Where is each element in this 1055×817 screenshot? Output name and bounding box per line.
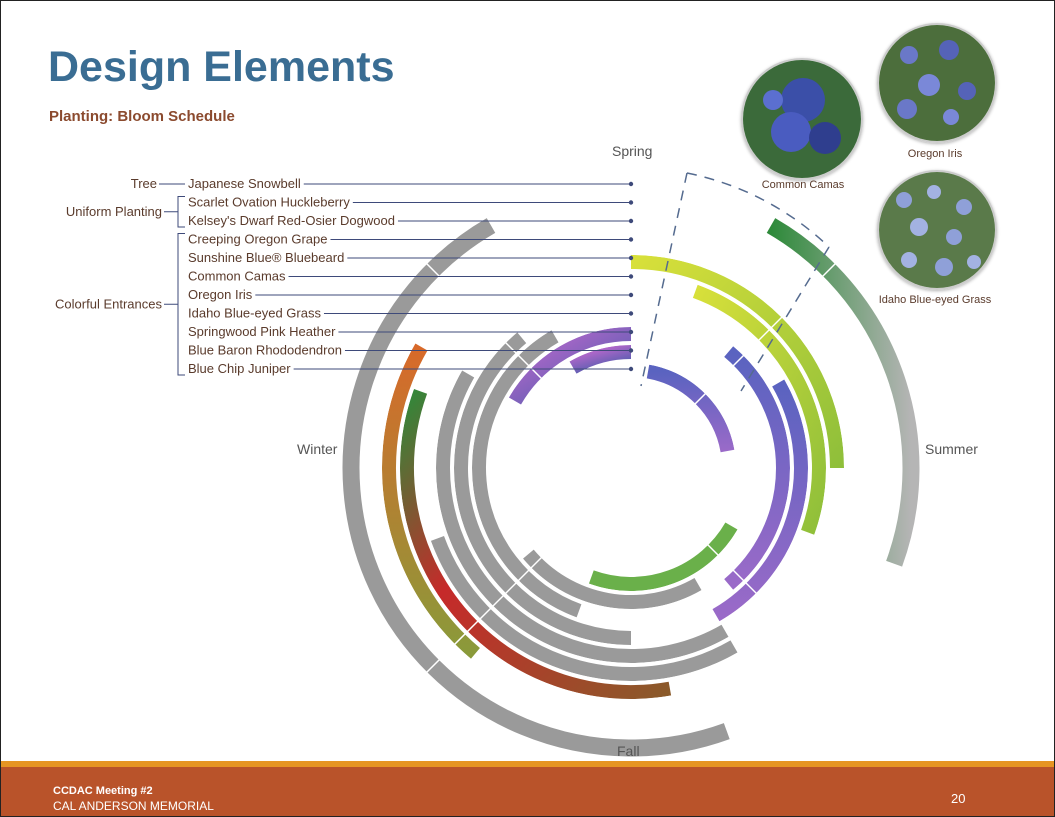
leader-dot-1 [628,200,634,205]
plant-label-2: Kelsey's Dwarf Red-Osier Dogwood [188,213,395,228]
leader-dot-0 [628,181,634,187]
camas-photo [741,58,863,180]
group-bracket-2 [177,233,185,376]
ring-6-seg-1 [724,346,790,590]
blue-eyed-grass-photo [877,170,997,290]
page-number: 20 [951,791,966,806]
plant-label-3: Creeping Oregon Grape [188,232,327,247]
page-subtitle: Planting: Bloom Schedule [49,108,235,125]
ring-4-separator [434,271,828,665]
leader-dot-6 [628,292,634,298]
group-label-0: Tree [131,176,157,191]
iris-caption: Oregon Iris [907,148,963,160]
highlight-dashed-line [640,172,688,387]
season-divider-1 [685,522,836,673]
plant-label-6: Oregon Iris [188,287,253,302]
leader-dot-3 [628,237,634,242]
leader-dot-5 [628,274,634,279]
season-summer: Summer [925,441,978,457]
ring-5-separator [452,289,810,647]
ring-0-separator [362,199,900,737]
camas-photo-art [743,60,861,178]
season-spring: Spring [612,143,652,159]
ring-2-seg-1 [400,388,672,699]
ring-6-separator [470,307,792,629]
season-dividers [426,263,836,673]
plant-label-5: Common Camas [188,269,286,284]
footer-project: CAL ANDERSON MEMORIAL [53,799,214,813]
season-winter: Winter [297,441,338,457]
ring-3-separator [416,253,846,683]
ring-10-separator [542,379,720,557]
season-fall: Fall [617,743,640,759]
group-bracket-1 [177,196,185,228]
blue-eyed-grass-photo-art [879,172,995,288]
group-label-1: Uniform Planting [66,204,162,219]
ring-4-seg-1 [692,284,826,535]
footer-meeting: CCDAC Meeting #2 [53,785,153,797]
season-divider-2 [426,522,577,673]
plant-label-1: Scarlet Ovation Huckleberry [188,195,350,210]
page-title: Design Elements [48,43,395,91]
ring-3-seg-2 [430,536,738,681]
ring-7-seg-2 [522,549,702,609]
blue-eyed-grass-caption: Idaho Blue-eyed Grass [878,294,992,306]
iris-photo [877,23,997,143]
ring-center [565,402,697,534]
ring-1-seg-1 [382,343,480,659]
season-divider-0 [685,263,836,414]
plant-label-7: Idaho Blue-eyed Grass [188,306,321,321]
leader-dot-4 [628,255,634,261]
leader-dot-10 [628,366,634,372]
ring-8-seg-1 [569,345,632,374]
highlight-dashed-arc [686,172,830,248]
season-divider-3 [426,263,577,414]
ring-5-seg-2 [454,332,632,645]
ring-2-separator [398,235,864,701]
camas-caption: Common Camas [761,179,845,191]
footer: CCDAC Meeting #2 CAL ANDERSON MEMORIAL 2… [1,761,1054,816]
ring-8-separator [506,343,756,593]
leader-dot-7 [628,311,634,316]
ring-8-seg-2 [588,522,738,591]
plant-label-0: Japanese Snowbell [188,176,301,191]
ring-tree-accent [766,218,920,567]
plant-label-8: Springwood Pink Heather [188,324,336,339]
leader-dot-9 [628,348,634,353]
ring-7-separator [488,325,774,611]
ring-1-separator [380,217,882,719]
label-leaders [159,181,634,376]
ring-9-separator [524,361,738,575]
group-label-2: Colorful Entrances [55,296,162,311]
plant-label-4: Sunshine Blue® Bluebeard [188,250,344,265]
plant-label-10: Blue Chip Juniper [188,361,291,376]
ring-5-seg-1 [712,379,808,622]
iris-photo-art [879,25,995,141]
plant-label-9: Blue Baron Rhododendron [188,343,342,358]
ring-7-seg-1 [508,327,632,405]
leader-dot-8 [628,329,634,335]
leader-dot-2 [628,218,634,224]
